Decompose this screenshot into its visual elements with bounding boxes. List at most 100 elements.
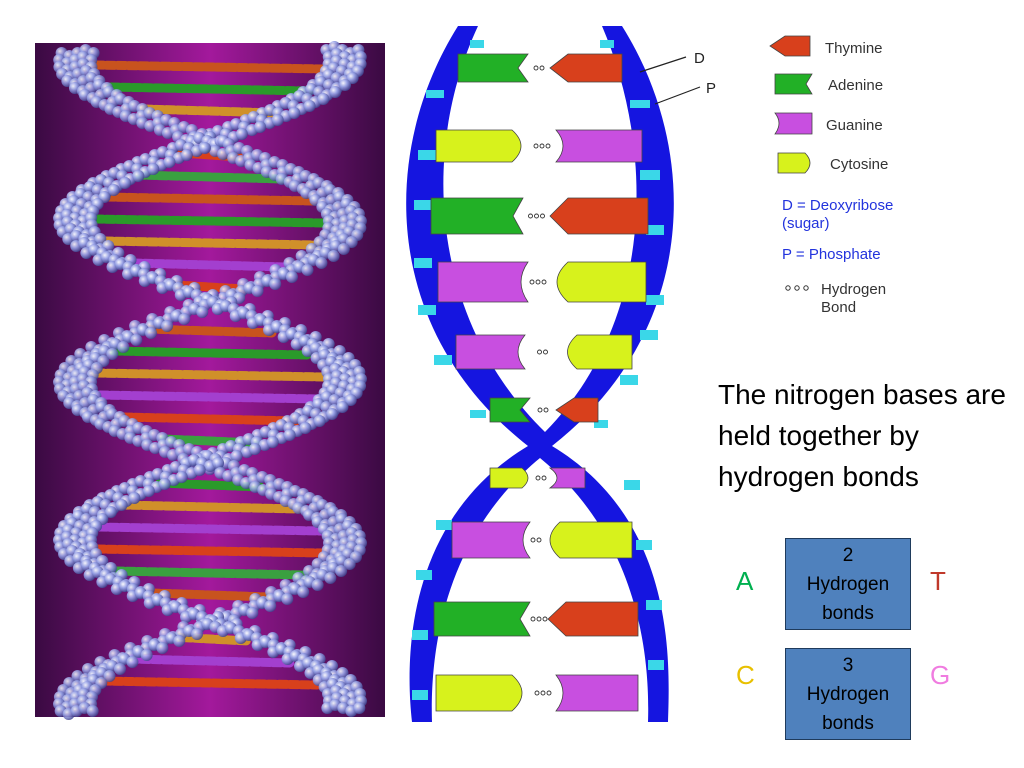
helix-bead	[158, 478, 171, 490]
helix-bead	[132, 170, 145, 182]
helix-bead	[140, 649, 153, 661]
base-a	[433, 601, 531, 637]
hydrogen-bond-dot	[530, 616, 536, 622]
base-c	[556, 261, 647, 303]
helix-bead	[196, 306, 209, 318]
pair-letter-t: T	[930, 566, 946, 596]
hydrogen-bond-dot	[541, 279, 547, 285]
helix-bead	[335, 565, 348, 577]
legend-adenine: Adenine	[774, 73, 883, 95]
hydrogen-bond-dot	[536, 616, 542, 622]
two-hydrogen-bonds-box: 2 Hydrogen bonds	[785, 538, 911, 630]
phosphate-mark	[624, 480, 640, 490]
hydrogen-bond-dot	[537, 407, 543, 413]
helix-rung	[94, 522, 326, 536]
helix-bead	[283, 429, 296, 441]
phosphate-mark	[640, 330, 658, 340]
box-2-line-2: Hydrogen	[806, 683, 890, 705]
helix-rung	[108, 346, 312, 360]
helix-bead	[107, 184, 120, 196]
helix-bead	[288, 107, 301, 119]
phosphate-mark	[434, 355, 452, 365]
box-2-line-3: bonds	[822, 712, 874, 734]
helix-bead	[254, 121, 267, 133]
helix-bead	[303, 100, 316, 112]
phosphate-mark	[646, 295, 664, 305]
base-c	[489, 467, 529, 489]
phosphate-mark	[646, 225, 664, 235]
helix-rung	[98, 676, 322, 690]
helix-bead	[353, 702, 366, 714]
helix-rung	[91, 368, 329, 382]
phosphate-mark	[470, 40, 484, 48]
helix-bead	[251, 285, 264, 297]
hydrogen-bond-dot	[533, 65, 539, 71]
hydrogen-bond-dot	[543, 349, 548, 355]
hydrogen-bond-dot	[542, 616, 548, 622]
helix-bead	[248, 443, 261, 455]
hydrogen-bond-swatch	[785, 285, 809, 291]
hydrogen-bond-dot	[535, 475, 541, 481]
helix-base-rungs	[90, 60, 330, 690]
helix-bead	[315, 257, 328, 269]
helix-bead	[230, 450, 243, 462]
helix-rung	[125, 654, 295, 668]
base-c	[549, 521, 633, 559]
helix-bead	[345, 236, 358, 248]
hydrogen-bond-dot	[534, 690, 540, 696]
helix-bead	[163, 156, 176, 168]
helix-bead	[311, 579, 324, 591]
base-g	[548, 467, 586, 489]
pointer-label-p: P	[706, 80, 716, 97]
phosphate-mark	[412, 630, 428, 640]
helix-bead	[327, 250, 340, 262]
phosphate-mark	[640, 170, 660, 180]
helix-bead	[198, 142, 211, 154]
phosphate-mark	[648, 660, 664, 670]
hydrogen-bond-dot	[545, 143, 551, 149]
helix-bead	[130, 334, 143, 346]
dna-ladder-diagram: D P	[406, 26, 716, 722]
hydrogen-bond-dot	[540, 690, 546, 696]
hydrogen-bond-dot	[543, 407, 549, 413]
base-a	[489, 397, 531, 423]
helix-bead	[161, 320, 174, 332]
caption-text: The nitrogen bases are held together by …	[718, 379, 1006, 492]
hydrogen-bond-dot	[529, 279, 535, 285]
base-g	[455, 334, 526, 370]
helix-bead	[144, 327, 157, 339]
helix-rung	[147, 588, 273, 602]
pointer-line-d	[639, 56, 687, 73]
legend-cytosine: Cytosine	[777, 152, 888, 174]
hydrogen-bond-dot	[541, 475, 547, 481]
helix-bead	[235, 128, 248, 140]
base-c	[435, 674, 523, 712]
helix-bead	[193, 464, 206, 476]
base-g	[555, 129, 643, 163]
helix-bead	[313, 415, 326, 427]
pair-letter-c: C	[736, 660, 755, 690]
base-t	[549, 197, 649, 235]
helix-bead	[94, 233, 107, 245]
adenine-swatch	[774, 73, 813, 95]
phosphate-mark	[594, 420, 608, 428]
legend: Thymine Adenine Guanine Cytosine D = Deo…	[769, 35, 893, 316]
legend-deoxyribose-line2: (sugar)	[782, 215, 830, 232]
hydrogen-bond-dot	[530, 537, 536, 543]
hydrogen-bond-dot	[535, 279, 541, 285]
helix-rung	[90, 214, 330, 228]
helix-bead	[178, 313, 191, 325]
legend-thymine-label: Thymine	[825, 40, 883, 57]
helix-bead	[113, 663, 126, 675]
phosphate-mark	[418, 305, 436, 315]
helix-bead	[337, 243, 350, 255]
base-a	[430, 197, 524, 235]
pair-letter-a: A	[736, 566, 754, 596]
helix-rung	[111, 566, 309, 580]
legend-hydrogen-line2: Bond	[821, 299, 856, 316]
helix-bead	[269, 278, 282, 290]
helix-bead	[339, 79, 352, 91]
legend-phosphate: P = Phosphate	[782, 246, 881, 263]
helix-rung	[92, 544, 328, 558]
